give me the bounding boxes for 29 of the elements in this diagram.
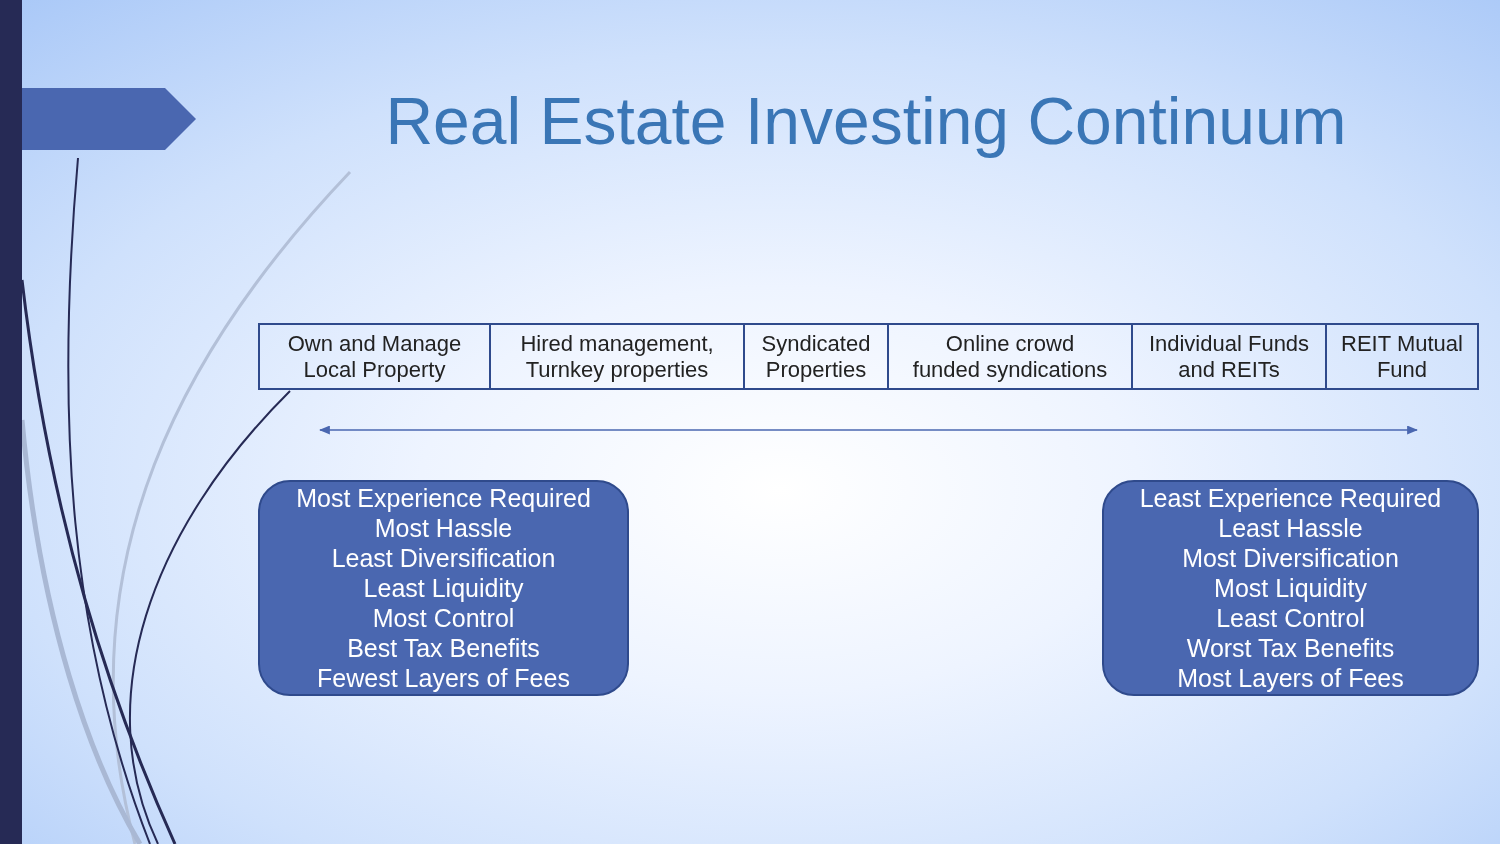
trait-text: Worst Tax Benefits bbox=[1186, 633, 1395, 663]
trait-text: Most Liquidity bbox=[1214, 573, 1367, 603]
category-label: Individual Funds and REITs bbox=[1147, 330, 1311, 383]
category-cell bbox=[1131, 323, 1327, 390]
trait-text: Most Experience Required bbox=[296, 483, 591, 513]
trait-text: Best Tax Benefits bbox=[347, 633, 540, 663]
category-cell bbox=[258, 323, 491, 390]
category-label: Syndicated Properties bbox=[760, 330, 872, 383]
category-label: Hired management, Turnkey properties bbox=[519, 330, 715, 383]
trait-text: Most Layers of Fees bbox=[1177, 663, 1404, 693]
category-cell bbox=[1325, 323, 1479, 390]
summary-box bbox=[258, 480, 629, 696]
summary-box bbox=[1102, 480, 1479, 696]
trait-text: Least Experience Required bbox=[1139, 483, 1442, 513]
slide-title: Real Estate Investing Continuum bbox=[384, 83, 1348, 160]
category-label: Own and Manage Local Property bbox=[286, 330, 463, 383]
trait-text: Most Hassle bbox=[374, 513, 513, 543]
trait-text: Least Control bbox=[1216, 603, 1365, 633]
category-label: REIT Mutual Fund bbox=[1340, 330, 1464, 383]
category-cell bbox=[489, 323, 745, 390]
category-cell bbox=[743, 323, 889, 390]
trait-text: Least Liquidity bbox=[363, 573, 524, 603]
category-label: Online crowd funded syndications bbox=[911, 330, 1109, 383]
trait-text: Most Diversification bbox=[1182, 543, 1399, 573]
trait-text: Fewest Layers of Fees bbox=[317, 663, 570, 693]
trait-text: Most Control bbox=[372, 603, 515, 633]
trait-text: Least Hassle bbox=[1218, 513, 1363, 543]
trait-text: Least Diversification bbox=[331, 543, 556, 573]
category-cell bbox=[887, 323, 1133, 390]
